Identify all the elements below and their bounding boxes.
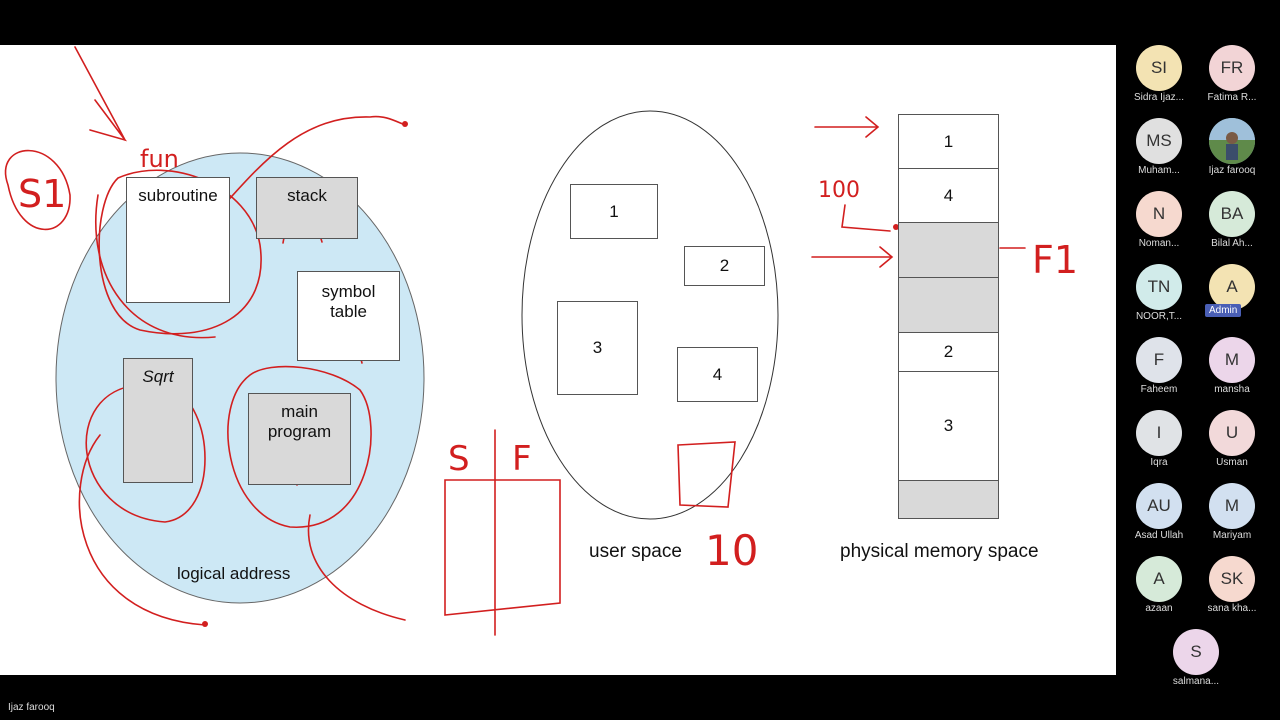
participant-avatar: MS: [1136, 118, 1182, 164]
user-box-4-label: 4: [712, 364, 723, 384]
stack-label: stack: [287, 186, 327, 205]
mem-block-1-label: 1: [943, 131, 954, 151]
participant-avatar: F: [1136, 337, 1182, 383]
mem-block-4-label: 4: [943, 185, 954, 205]
mem-block-empty-2: [898, 277, 999, 333]
hundred-annotation: 100: [818, 178, 860, 203]
participant-photo: [1209, 118, 1255, 164]
participant-avatar: FR: [1209, 45, 1255, 91]
fun-annotation: fun: [140, 145, 179, 173]
participant-avatar: M: [1209, 483, 1255, 529]
participant-avatar: BA: [1209, 191, 1255, 237]
participant-name: Sidra Ijaz...: [1133, 92, 1185, 103]
f-annotation: F: [512, 439, 532, 479]
participant-avatar: I: [1136, 410, 1182, 456]
participant-name: Iqra: [1150, 457, 1168, 468]
participant-name: Noman...: [1138, 238, 1180, 249]
mem-block-3-label: 3: [943, 416, 954, 435]
sqrt-label: Sqrt: [142, 367, 174, 386]
sqrt-box: Sqrt: [123, 358, 193, 483]
user-box-3-label: 3: [592, 338, 603, 357]
mem-block-4: 4: [898, 168, 999, 223]
logical-address-caption: logical address: [177, 564, 291, 583]
participant-avatar: SK: [1209, 556, 1255, 602]
user-box-1: 1: [570, 184, 658, 239]
subroutine-box: subroutine: [126, 177, 230, 303]
participant-avatar: S: [1173, 629, 1219, 675]
user-box-2: 2: [684, 246, 765, 286]
participant-name: Faheem: [1140, 384, 1178, 395]
mem-block-2-label: 2: [943, 342, 954, 361]
user-box-3: 3: [557, 301, 638, 395]
logical-address-ellipse: [55, 152, 425, 604]
participant-avatar: A: [1209, 264, 1255, 310]
user-box-2-label: 2: [719, 256, 730, 275]
participant-name: mansha: [1214, 384, 1250, 395]
participant-tile[interactable]: Ijaz farooq: [1197, 118, 1267, 176]
mem-block-1: 1: [898, 114, 999, 169]
main-program-label: main program: [267, 402, 332, 441]
participant-avatar: A: [1136, 556, 1182, 602]
symbol-table-box: symbol table: [297, 271, 400, 361]
physical-memory-caption: physical memory space: [840, 541, 1039, 562]
subroutine-label: subroutine: [138, 186, 218, 205]
mem-block-empty-1: [898, 222, 999, 278]
user-box-1-label: 1: [609, 201, 619, 221]
mem-block-2: 2: [898, 332, 999, 372]
user-space-caption: user space: [589, 541, 682, 562]
ten-annotation: 10: [705, 526, 758, 575]
participant-avatar: TN: [1136, 264, 1182, 310]
presenter-name: Ijaz farooq: [8, 702, 55, 713]
admin-badge: Admin: [1205, 304, 1242, 317]
shared-slide: S1 fun S F 10 100 S1 F1 subroutine stack…: [0, 45, 1116, 675]
participant-avatar: SI: [1136, 45, 1182, 91]
symbol-table-label: symbol table: [321, 282, 376, 321]
participant-name: NOOR,T...: [1135, 311, 1183, 322]
participant-name: Usman: [1216, 457, 1248, 468]
mem-block-3: 3: [898, 371, 999, 481]
participant-name: Bilal Ah...: [1211, 238, 1253, 249]
participant-name: Fatima R...: [1207, 92, 1257, 103]
participant-name: Muham...: [1138, 165, 1180, 176]
participant-name: azaan: [1145, 603, 1173, 614]
main-program-box: main program: [248, 393, 351, 485]
s-annotation: S: [448, 439, 470, 479]
participant-name: Mariyam: [1212, 530, 1252, 541]
participant-avatar: M: [1209, 337, 1255, 383]
participant-name: sana kha...: [1207, 603, 1257, 614]
participant-name: salmana...: [1172, 676, 1220, 687]
participant-avatar: U: [1209, 410, 1255, 456]
stack-box: stack: [256, 177, 358, 239]
participant-name: Ijaz farooq: [1208, 165, 1256, 176]
participant-avatar: AU: [1136, 483, 1182, 529]
mem-block-empty-3: [898, 480, 999, 519]
participant-name: Asad Ullah: [1134, 530, 1184, 541]
f1-annotation: F1: [1032, 238, 1078, 282]
user-box-4: 4: [677, 347, 758, 402]
s1-annotation: S1: [18, 172, 66, 216]
participant-avatar: N: [1136, 191, 1182, 237]
